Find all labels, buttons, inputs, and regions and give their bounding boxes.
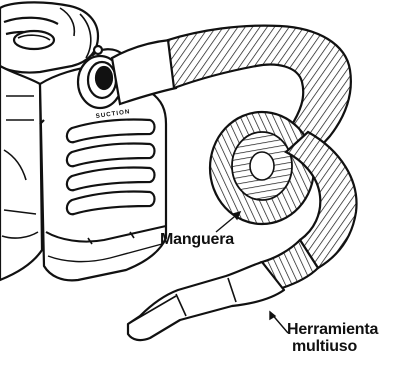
flexible-hose-icon <box>168 26 357 288</box>
vacuum-body-icon <box>0 2 166 280</box>
tool-callout-line2: multiuso <box>292 338 378 355</box>
tool-callout-label: Herramienta multiuso <box>287 321 378 355</box>
tool-callout-line1: Herramienta <box>287 321 378 338</box>
hose-callout-label: Manguera <box>160 231 234 248</box>
hose-cuff-icon <box>112 40 176 104</box>
crevice-tool-icon <box>128 262 284 340</box>
